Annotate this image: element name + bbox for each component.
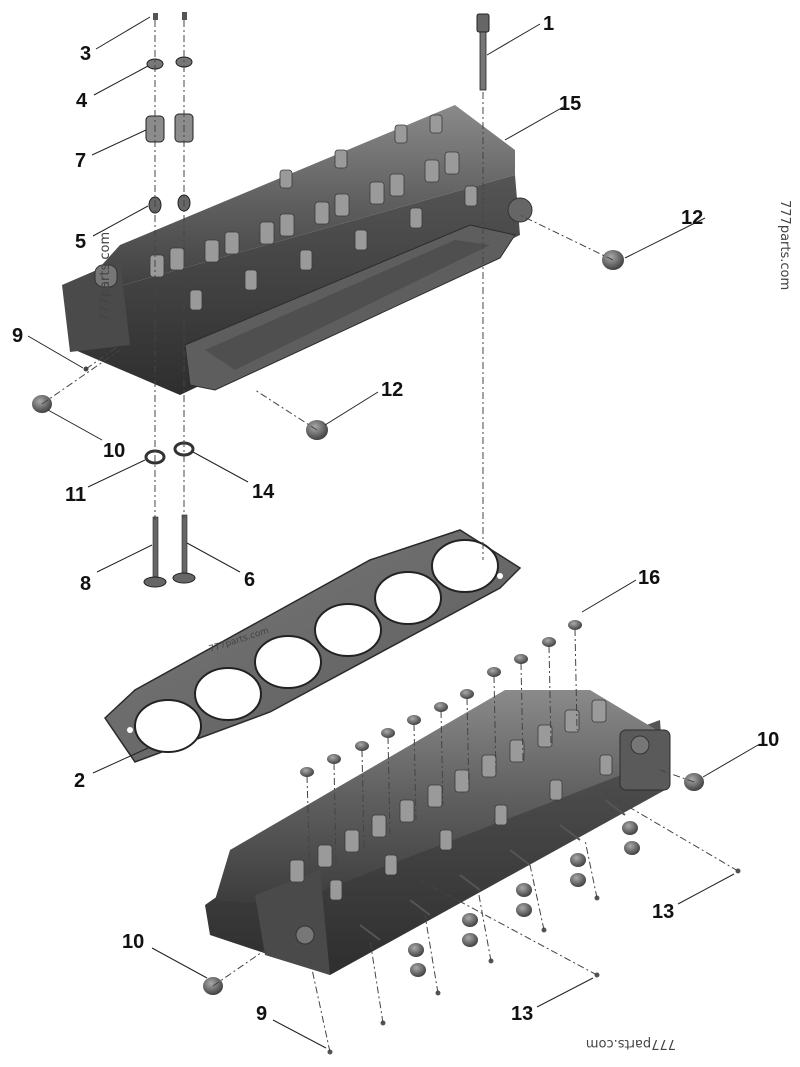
callout-8: 8 (80, 573, 91, 595)
head-gasket (104, 529, 522, 763)
callout-9-lower: 9 (256, 1003, 267, 1025)
callout-2: 2 (74, 770, 85, 792)
callout-12-middle: 12 (381, 379, 403, 401)
upper-cylinder-head (62, 105, 533, 395)
lower-small-parts (203, 620, 741, 1055)
callout-11: 11 (65, 484, 86, 506)
callout-13-right: 13 (652, 901, 674, 923)
callout-7: 7 (75, 150, 86, 172)
callout-14: 14 (252, 481, 275, 503)
callout-10-right: 10 (757, 729, 779, 751)
watermark-bottom: 777parts.com (586, 1036, 676, 1051)
callout-numbers: 1 3 4 15 7 12 5 9 12 10 11 14 8 6 16 10 … (12, 13, 779, 1025)
callout-3: 3 (80, 43, 91, 65)
callout-15: 15 (559, 93, 581, 115)
callout-9-upper: 9 (12, 325, 23, 347)
lower-cylinder-head (205, 690, 671, 975)
leader-lines (27, 16, 759, 1049)
callout-12-right: 12 (681, 207, 703, 229)
callout-13-lower: 13 (511, 1003, 533, 1025)
callout-16: 16 (638, 567, 660, 589)
callout-10-lower: 10 (122, 931, 144, 953)
watermark-left: 777parts.com (98, 232, 113, 322)
explode-lines (41, 20, 739, 1053)
callout-10-upper: 10 (103, 440, 125, 462)
callout-1: 1 (543, 13, 554, 35)
callout-5: 5 (75, 231, 86, 253)
callout-4: 4 (76, 90, 88, 112)
callout-6: 6 (244, 569, 255, 591)
watermark-right: 777parts.com (777, 200, 792, 290)
